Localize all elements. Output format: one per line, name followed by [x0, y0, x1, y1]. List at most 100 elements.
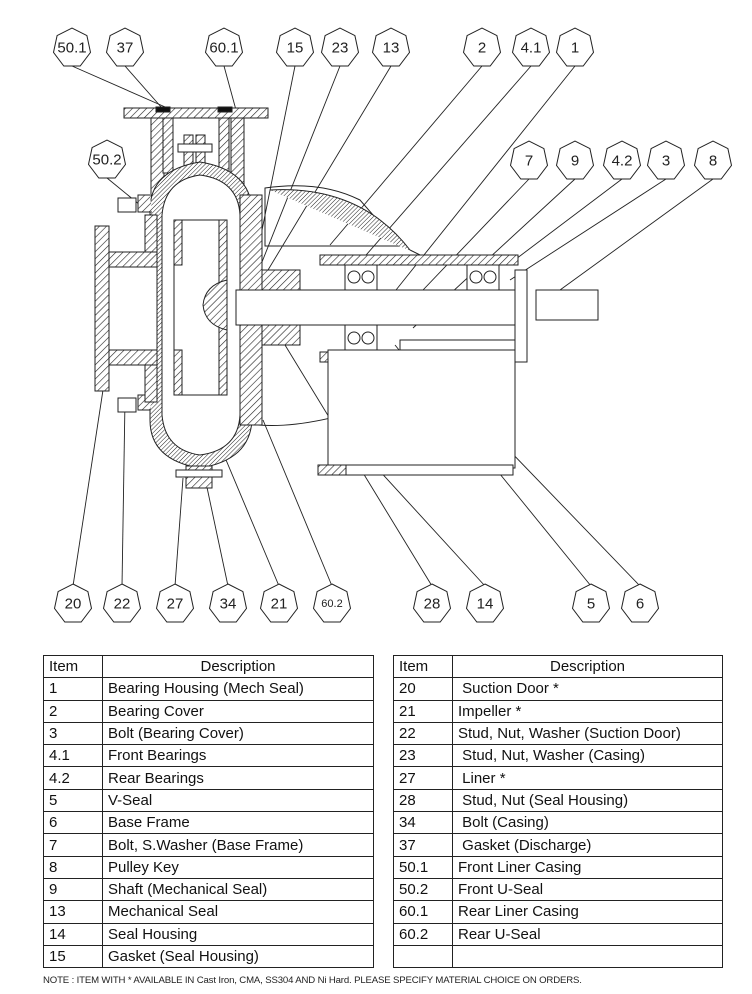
callout-heptagon	[511, 27, 551, 67]
callout-bubble: 7	[509, 140, 549, 180]
item-description: Stud, Nut, Washer (Suction Door)	[452, 721, 723, 746]
callout-heptagon	[155, 583, 195, 623]
callout-heptagon	[620, 583, 660, 623]
item-description: Front Bearings	[102, 744, 374, 768]
callout-heptagon	[312, 583, 352, 623]
leader-line	[511, 178, 623, 263]
column-header-item: Item	[43, 654, 103, 679]
item-description: Liner *	[452, 766, 723, 790]
item-number: 14	[43, 922, 103, 946]
item-number: 13	[43, 900, 103, 924]
item-description: Bolt (Casing)	[452, 811, 723, 835]
callout-bubble: 5	[571, 583, 611, 623]
callout-label: 60.2	[321, 598, 342, 610]
leader-line	[262, 419, 333, 587]
item-description: Base Frame	[102, 811, 374, 835]
callout-heptagon	[204, 27, 244, 67]
item-number: 28	[393, 788, 453, 813]
callout-label: 21	[271, 596, 288, 613]
callout-heptagon	[465, 583, 505, 623]
bearing-housing	[269, 189, 528, 363]
callout-heptagon	[87, 139, 127, 179]
item-number: 4.1	[43, 744, 103, 768]
callout-label: 37	[117, 40, 134, 57]
leader-line	[72, 389, 104, 587]
callout-label: 20	[65, 596, 82, 613]
callout-label: 5	[587, 596, 595, 613]
callout-heptagon	[102, 583, 142, 623]
item-description: Front U-Seal	[452, 877, 723, 902]
callout-label: 22	[114, 596, 131, 613]
callout-label: 50.2	[92, 152, 121, 169]
callout-heptagon	[555, 27, 595, 67]
item-description: Bearing Cover	[102, 699, 374, 723]
callout-label: 34	[220, 596, 237, 613]
item-number	[393, 944, 453, 969]
table-row: 23 Stud, Nut, Washer (Casing)	[393, 744, 723, 768]
item-description: Seal Housing	[102, 922, 374, 946]
item-description: Bearing Housing (Mech Seal)	[102, 677, 374, 701]
callout-heptagon	[412, 583, 452, 623]
callout-bubble: 50.2	[87, 139, 127, 179]
table-row: 28 Stud, Nut (Seal Housing)	[393, 788, 723, 813]
callout-label: 15	[287, 40, 304, 57]
leader-line	[124, 65, 163, 109]
leader-line	[121, 399, 126, 587]
callout-bubble: 60.1	[204, 27, 244, 67]
table-header-row: Item Description	[43, 654, 374, 679]
leader-line	[71, 65, 173, 111]
callout-label: 7	[525, 153, 533, 170]
item-number: 60.2	[393, 922, 453, 946]
material-note: NOTE : ITEM WITH * AVAILABLE IN Cast Iro…	[43, 975, 582, 986]
item-description: V-Seal	[102, 788, 374, 813]
item-number: 7	[43, 833, 103, 857]
item-number: 23	[393, 744, 453, 768]
impeller	[173, 219, 228, 396]
callout-label: 27	[167, 596, 184, 613]
item-number: 1	[43, 677, 103, 701]
item-number: 21	[393, 699, 453, 723]
callout-bubble: 27	[155, 583, 195, 623]
item-description: Bolt (Bearing Cover)	[102, 721, 374, 746]
callout-bubble: 1	[555, 27, 595, 67]
leader-line	[174, 477, 184, 587]
callout-bubble: 15	[275, 27, 315, 67]
callout-label: 3	[662, 153, 670, 170]
item-number: 27	[393, 766, 453, 790]
callout-heptagon	[462, 27, 502, 67]
callout-bubble: 21	[259, 583, 299, 623]
callout-heptagon	[509, 140, 549, 180]
callout-heptagon	[646, 140, 686, 180]
callout-bubble: 2	[462, 27, 502, 67]
item-description: Rear U-Seal	[452, 922, 723, 946]
base-frame	[317, 339, 516, 476]
table-row	[393, 944, 723, 969]
item-number: 20	[393, 677, 453, 701]
callout-bubble: 6	[620, 583, 660, 623]
callout-label: 4.1	[521, 40, 542, 57]
leader-line	[261, 65, 341, 263]
item-description: Stud, Nut (Seal Housing)	[452, 788, 723, 813]
item-number: 22	[393, 721, 453, 746]
callout-bubble: 34	[208, 583, 248, 623]
item-description: Mechanical Seal	[102, 900, 374, 924]
